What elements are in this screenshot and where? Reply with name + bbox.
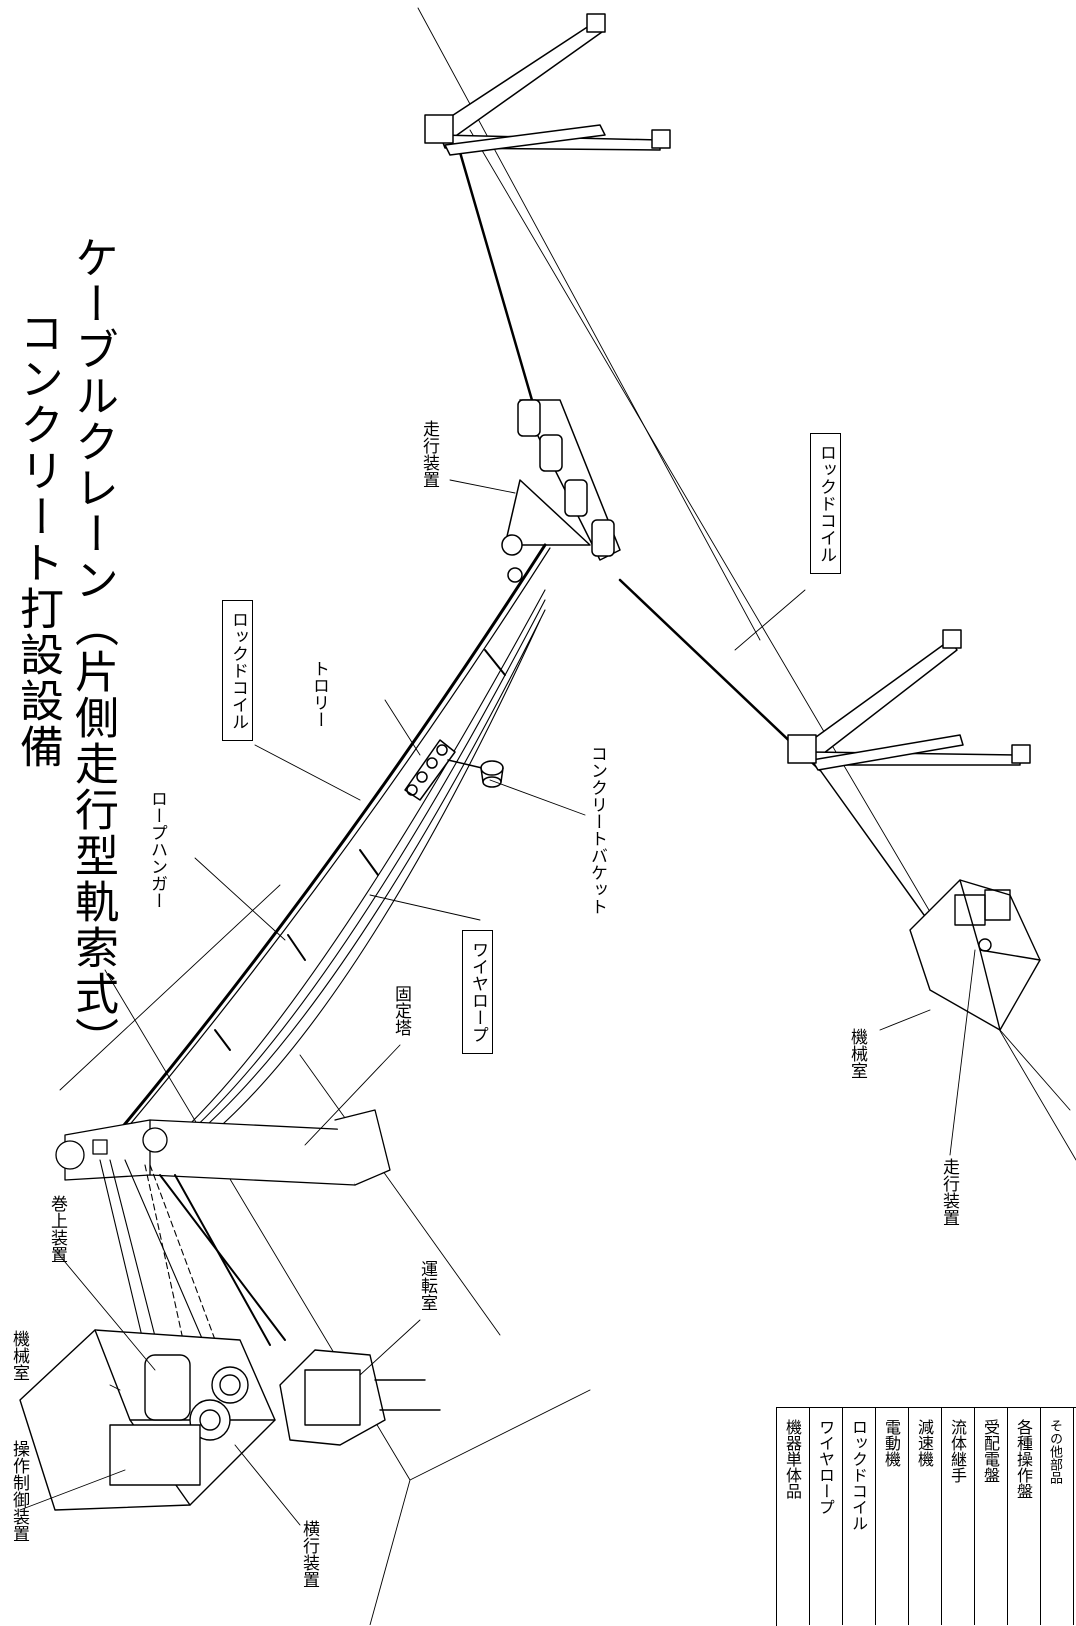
label-lock-coil-top: ロックドコイル <box>222 600 253 741</box>
legend-item: 機器単体品 <box>783 1419 802 1499</box>
label-concrete-bucket: コンクリートバケット <box>587 745 607 915</box>
label-travel-device-top: 走行装置 <box>419 420 439 488</box>
label-machine-room-left: 機械室 <box>9 1330 29 1381</box>
tripod-bottom <box>787 629 1031 771</box>
concrete-bucket <box>480 760 504 788</box>
fixed-tower <box>55 1109 391 1346</box>
label-wire-rope: ワイヤロープ <box>462 930 493 1054</box>
label-hoist-device: 巻上装置 <box>47 1195 67 1263</box>
leader-lines <box>19 479 976 1526</box>
legend-item: 流体継手 <box>948 1419 967 1483</box>
label-trolley: トロリー <box>309 660 329 728</box>
cab <box>279 1349 441 1446</box>
label-operation-control: 操作制御装置 <box>9 1440 29 1542</box>
travel-device-top <box>501 399 621 583</box>
legend-table: 機器単体品 ワイヤロープ ロックドコイル 電動機 減速機 流体継手 受配電盤 各… <box>776 1407 1076 1626</box>
label-travel-device-bottom: 走行装置 <box>939 1158 959 1226</box>
legend-item: 各種操作盤 <box>1014 1419 1033 1499</box>
legend-item: 受配電盤 <box>981 1419 1000 1483</box>
legend-item: 電動機 <box>882 1419 901 1467</box>
wire-ropes <box>149 589 546 1176</box>
label-rope-hanger: ロープハンガー <box>147 790 167 909</box>
title-line1: コンクリート打設設備 <box>12 310 63 770</box>
legend-item: 減速機 <box>915 1419 934 1467</box>
label-cab: 運転室 <box>417 1260 437 1311</box>
label-machine-room-right: 機械室 <box>847 1028 867 1079</box>
legend-item: その他部品 <box>1047 1419 1062 1484</box>
legend-item: ロックドコイル <box>849 1419 868 1531</box>
title-line2: ケーブルクレーン（片側走行型軌索式） <box>67 235 118 1063</box>
label-lock-coil-right: ロックドコイル <box>810 433 841 574</box>
trolley <box>404 739 483 801</box>
tripod-top <box>424 13 671 156</box>
machine-room-left <box>19 1329 276 1511</box>
label-fixed-tower: 固定塔 <box>391 985 411 1036</box>
rope-hangers <box>214 649 506 1051</box>
label-traverse-device: 横行装置 <box>299 1520 319 1588</box>
machine-room-right <box>909 879 1041 1031</box>
legend-item: ワイヤロープ <box>816 1419 835 1515</box>
